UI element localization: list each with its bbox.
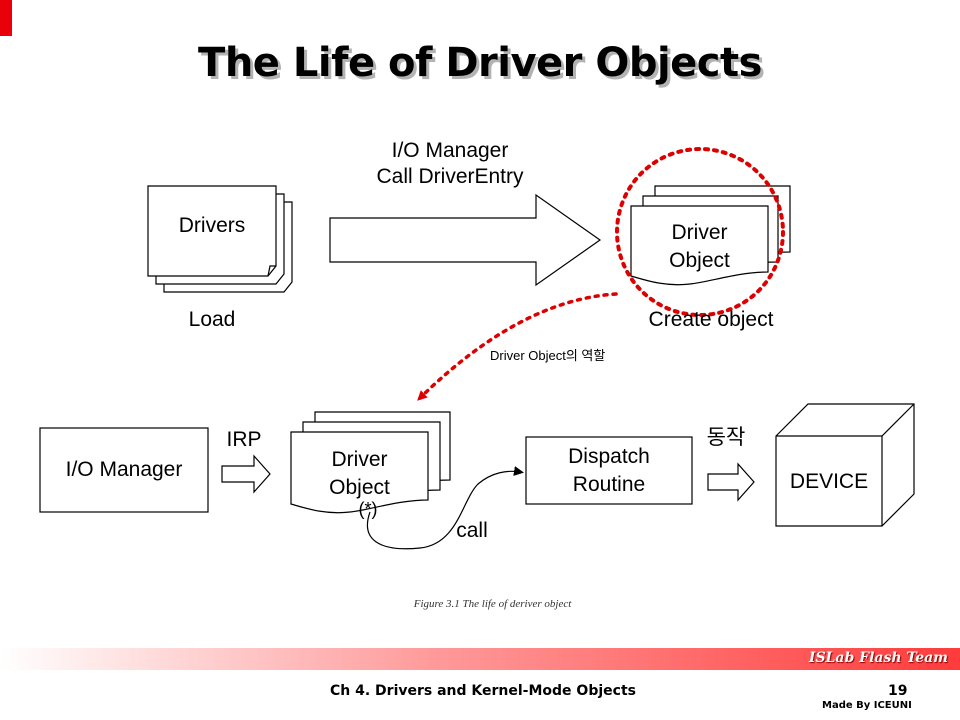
action-label: 동작 bbox=[706, 425, 746, 449]
footer-gradient-bar bbox=[0, 648, 960, 670]
load-label: Load bbox=[188, 308, 236, 331]
call-curve bbox=[366, 466, 524, 550]
made-by-label: Made By ICEUNI bbox=[822, 700, 912, 711]
top-driver-object-line2: Object bbox=[669, 249, 730, 272]
drivers-label: Drivers bbox=[178, 214, 246, 237]
bottom-driver-object-line2: Object bbox=[329, 476, 390, 499]
footer-team-label: ISLab Flash Team bbox=[808, 650, 948, 666]
top-driver-object-line1: Driver bbox=[671, 221, 728, 244]
slide-accent-mark bbox=[0, 0, 12, 36]
dispatch-routine-line2: Routine bbox=[572, 473, 646, 496]
io-manager-box bbox=[39, 427, 209, 513]
dispatch-routine-box bbox=[525, 436, 693, 505]
figure-caption: Figure 3.1 The life of deriver object bbox=[413, 598, 572, 610]
dispatch-routine-line1: Dispatch bbox=[568, 445, 650, 468]
bottom-driver-object-line1: Driver bbox=[331, 448, 388, 471]
load-to-create-arrow bbox=[329, 193, 602, 287]
arrow-label-line2: Call DriverEntry bbox=[376, 165, 524, 188]
irp-arrow bbox=[221, 454, 271, 494]
call-label: call bbox=[456, 519, 488, 542]
bottom-driver-object-stack bbox=[290, 411, 451, 514]
top-driver-object-stack bbox=[630, 185, 791, 286]
drivers-document-stack bbox=[147, 185, 293, 293]
device-cube bbox=[775, 403, 915, 527]
highlight-dotted-circle bbox=[615, 147, 785, 317]
device-label: DEVICE bbox=[789, 470, 869, 493]
irp-label: IRP bbox=[226, 428, 262, 451]
footer-chapter-label: Ch 4. Drivers and Kernel-Mode Objects bbox=[330, 683, 636, 699]
create-object-label: Create object bbox=[648, 308, 774, 331]
dotted-connector-arrow bbox=[417, 292, 618, 401]
star-label: (*) bbox=[358, 499, 378, 519]
action-arrow bbox=[707, 462, 755, 502]
io-manager-label: I/O Manager bbox=[65, 458, 183, 481]
arrow-label-line1: I/O Manager bbox=[391, 139, 509, 162]
connector-label: Driver Object의 역할 bbox=[490, 348, 606, 363]
slide-title: The Life of Driver Objects bbox=[198, 40, 762, 86]
page-number: 19 bbox=[888, 683, 908, 699]
